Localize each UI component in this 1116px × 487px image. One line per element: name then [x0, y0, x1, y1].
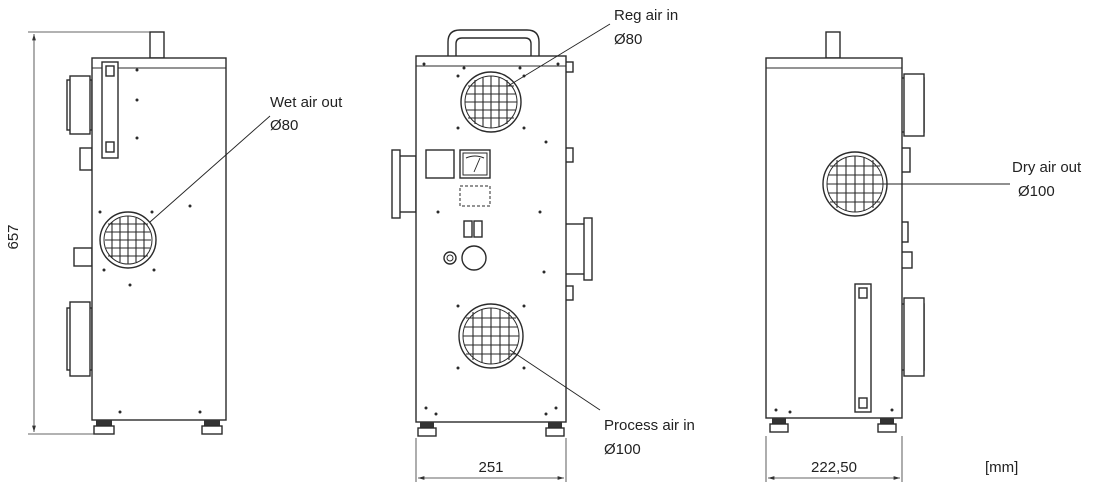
dry-air-out-diameter: Ø100	[1018, 183, 1055, 200]
dry-air-out-label: Dry air out	[1012, 159, 1082, 176]
knob	[461, 245, 487, 271]
side-width-label: 222,50	[811, 459, 857, 476]
side-fitting	[73, 247, 93, 267]
left-foot	[96, 420, 112, 426]
right-top-stub	[825, 31, 841, 59]
process-air-in-diameter: Ø100	[604, 441, 641, 458]
right-view-body	[765, 57, 903, 419]
front-foot-right	[548, 422, 562, 428]
wet-air-grille-mesh	[105, 216, 151, 264]
height-dimension: 657	[5, 31, 150, 435]
left-side-view	[66, 31, 227, 435]
switch-left	[463, 220, 473, 238]
mounting-bracket	[101, 61, 119, 159]
display-cutout	[459, 185, 491, 207]
front-width-label: 251	[478, 459, 503, 476]
reg-air-grille-mesh	[465, 76, 517, 128]
dry-air-out-callout: Dry air out Ø100	[870, 159, 1082, 200]
front-width-dimension: 251	[415, 438, 567, 482]
wet-air-out-diameter: Ø80	[270, 117, 298, 134]
cable-gland	[443, 251, 457, 265]
switch-right	[473, 220, 483, 238]
reg-air-in-diameter: Ø80	[614, 31, 642, 48]
control-panel-blank	[425, 149, 455, 179]
side-width-dimension: 222,50	[765, 436, 903, 482]
unit-label: [mm]	[985, 459, 1018, 476]
wet-air-out-callout: Wet air out Ø80	[149, 94, 343, 223]
carry-handle	[447, 29, 540, 59]
front-foot-left	[420, 422, 434, 428]
process-air-in-label: Process air in	[604, 417, 695, 434]
front-view	[391, 29, 593, 437]
right-foot-left	[772, 418, 786, 424]
height-dimension-label: 657	[5, 224, 22, 249]
wet-air-out-label: Wet air out	[270, 94, 343, 111]
top-handle-stub	[149, 31, 165, 59]
process-air-in-callout: Process air in Ø100	[509, 349, 695, 458]
right-side-view	[765, 31, 925, 433]
right-mounting-bracket	[854, 283, 872, 413]
process-air-grille-mesh	[463, 308, 519, 364]
hygrometer-gauge	[459, 149, 491, 179]
reg-air-in-callout: Reg air in Ø80	[507, 7, 678, 87]
reg-air-in-label: Reg air in	[614, 7, 678, 24]
